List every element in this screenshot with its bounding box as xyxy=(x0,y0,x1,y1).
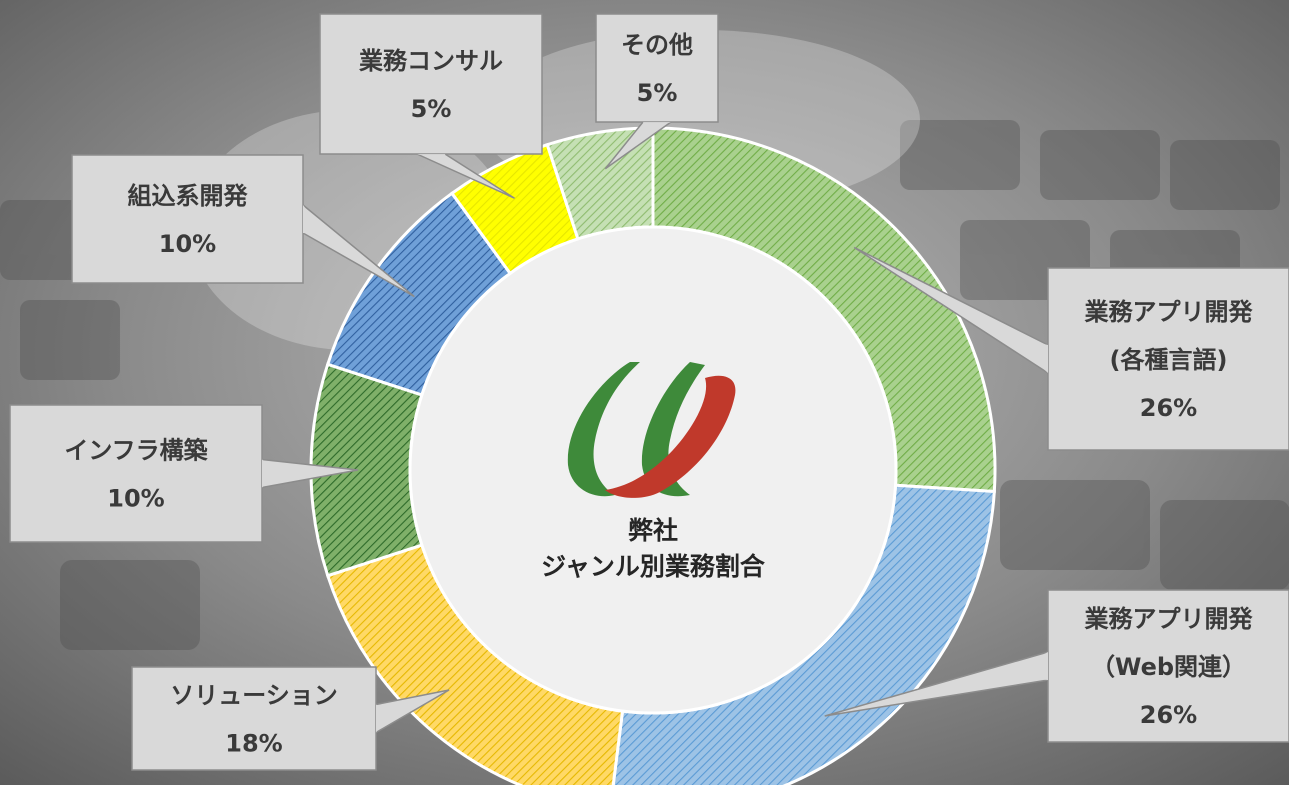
slice-value-label: 18% xyxy=(225,730,282,758)
center-title-line-1: 弊社 xyxy=(628,516,678,545)
slice-category-label: 業務アプリ開発 xyxy=(1085,605,1254,633)
callout-box xyxy=(71,154,304,284)
slice-category-label: インフラ構築 xyxy=(64,437,208,465)
callout: ソリューション 18% xyxy=(131,666,450,771)
callout: インフラ構築 10% xyxy=(9,404,359,543)
callout: 組込系開発 10% xyxy=(71,154,415,298)
callout: その他 5% xyxy=(595,13,719,170)
callout-box xyxy=(131,666,377,771)
slice-value-label: 5% xyxy=(411,95,452,123)
slice-value-label: 5% xyxy=(637,79,678,107)
callout-box xyxy=(319,13,543,155)
slice-category-label: (各種言語) xyxy=(1110,346,1228,374)
slice-value-label: 10% xyxy=(107,485,164,513)
slice-category-label: その他 xyxy=(621,31,693,59)
slice-value-label: 26% xyxy=(1140,701,1197,729)
slice-category-label: （Web関連） xyxy=(1091,653,1246,681)
callout: 業務アプリ開発 (各種言語) 26% xyxy=(853,246,1289,451)
center-title-line-2: ジャンル別業務割合 xyxy=(541,552,766,581)
callout-box xyxy=(9,404,263,543)
callout-box xyxy=(595,13,719,123)
slice-value-label: 10% xyxy=(159,230,216,258)
callout: 業務コンサル 5% xyxy=(319,13,543,199)
slice-category-label: 業務コンサル xyxy=(359,47,503,75)
slice-value-label: 26% xyxy=(1140,394,1197,422)
callout: 業務アプリ開発 （Web関連） 26% xyxy=(824,589,1289,743)
callouts-layer: 業務アプリ開発 (各種言語) 26% 業務アプリ開発 （Web関連） 26% ソリューション… xyxy=(9,13,1289,771)
slice-category-label: 組込系開発 xyxy=(128,182,249,210)
slice-category-label: ソリューション xyxy=(170,682,338,710)
company-logo-icon xyxy=(567,362,736,498)
callout-box xyxy=(1047,267,1289,451)
callout-box xyxy=(1047,589,1289,743)
slice-category-label: 業務アプリ開発 xyxy=(1085,298,1254,326)
